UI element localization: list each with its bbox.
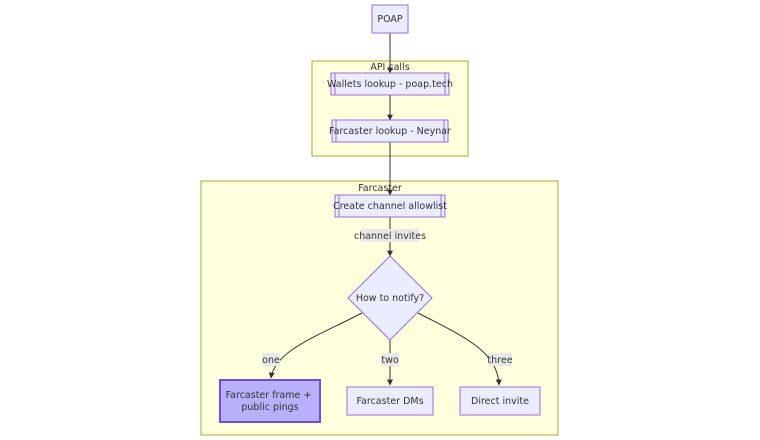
edge-label-one: one — [262, 353, 280, 366]
edge-label-one-text: one — [262, 355, 280, 366]
node-how-to-notify[interactable]: How to notify? — [347, 255, 433, 341]
node-farcaster-dms[interactable]: Farcaster DMs — [346, 386, 434, 416]
node-frame-pings-line2: public pings — [241, 402, 298, 413]
node-frame-pings-line1: Farcaster frame + — [226, 390, 312, 401]
edge-label-channel-invites-text: channel invites — [354, 231, 426, 242]
node-direct-invite[interactable]: Direct invite — [459, 386, 541, 416]
node-farcaster-frame-pings[interactable]: Farcaster frame + public pings — [219, 379, 321, 423]
edge-label-three: three — [487, 353, 513, 366]
edge-label-two: two — [381, 353, 399, 366]
edge-label-channel-invites: channel invites — [354, 229, 426, 242]
node-farcaster-lookup-label: Farcaster lookup - Neynar — [329, 126, 451, 137]
node-how-to-notify-label: How to notify? — [356, 293, 424, 304]
node-create-allowlist[interactable]: Create channel allowlist — [333, 194, 447, 218]
node-wallets-lookup-label: Wallets lookup - poap.tech — [327, 79, 453, 90]
edge-notify-to-direct — [417, 312, 502, 386]
edge-notify-to-frame — [268, 312, 363, 379]
node-farcaster-lookup[interactable]: Farcaster lookup - Neynar — [329, 119, 451, 143]
node-farcaster-dms-label: Farcaster DMs — [356, 396, 423, 407]
node-poap-label: POAP — [377, 14, 403, 25]
node-wallets-lookup[interactable]: Wallets lookup - poap.tech — [327, 72, 453, 96]
edge-label-three-text: three — [487, 355, 512, 366]
node-direct-invite-label: Direct invite — [471, 396, 529, 407]
node-create-allowlist-label: Create channel allowlist — [333, 201, 447, 212]
node-poap[interactable]: POAP — [371, 4, 409, 34]
cluster-farcaster-label: Farcaster — [358, 183, 402, 194]
edge-label-two-text: two — [381, 355, 398, 366]
node-frame-pings-label: Farcaster frame + public pings — [226, 390, 315, 413]
